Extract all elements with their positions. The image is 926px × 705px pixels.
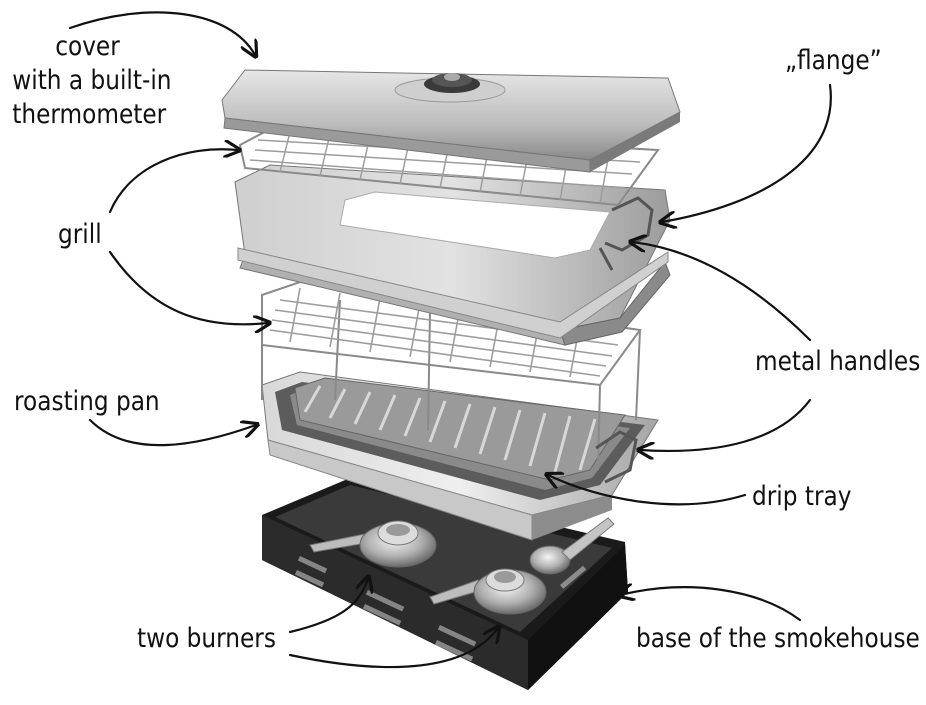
smoking-chamber: [234, 164, 671, 346]
cover-lid: [221, 69, 681, 173]
arrow-burner-right: [288, 628, 498, 669]
arrow-base: [620, 587, 802, 622]
burner-key: [529, 517, 615, 575]
label-cover-line1: cover: [55, 31, 120, 62]
burner-left: [309, 520, 437, 568]
label-flange: „flange”: [785, 45, 882, 76]
label-grill: grill: [58, 219, 102, 250]
metal-handle-upper: [598, 196, 654, 271]
drip-tray-ribs: [303, 385, 597, 473]
metal-handle-lower: [595, 430, 638, 484]
drip-tray: [294, 377, 626, 481]
arrow-roasting-pan: [88, 418, 256, 447]
burner-right: [429, 568, 547, 615]
label-cover-line3: thermometer: [12, 99, 167, 130]
arrow-cover: [68, 11, 255, 55]
thermometer-icon: [424, 73, 480, 93]
label-metal-handles: metal handles: [755, 346, 921, 377]
arrow-burner-left: [288, 578, 368, 634]
arrow-flange: [662, 83, 832, 222]
label-cover-line2: with a built-in: [12, 65, 172, 96]
arrow-grill-upper: [108, 149, 238, 214]
label-roasting-pan: roasting pan: [14, 386, 160, 417]
arrow-metal-handles-lower: [640, 398, 812, 451]
arrow-metal-handles-upper: [632, 242, 812, 342]
label-base: base of the smokehouse: [636, 623, 920, 654]
label-two-burners: two burners: [137, 623, 276, 654]
arrow-grill-lower: [108, 250, 268, 324]
base-vent-slots: [294, 556, 587, 662]
arrow-drip-tray: [548, 475, 747, 506]
label-drip-tray: drip tray: [752, 481, 852, 512]
label-cover: cover with a built-in thermometer: [12, 30, 172, 132]
